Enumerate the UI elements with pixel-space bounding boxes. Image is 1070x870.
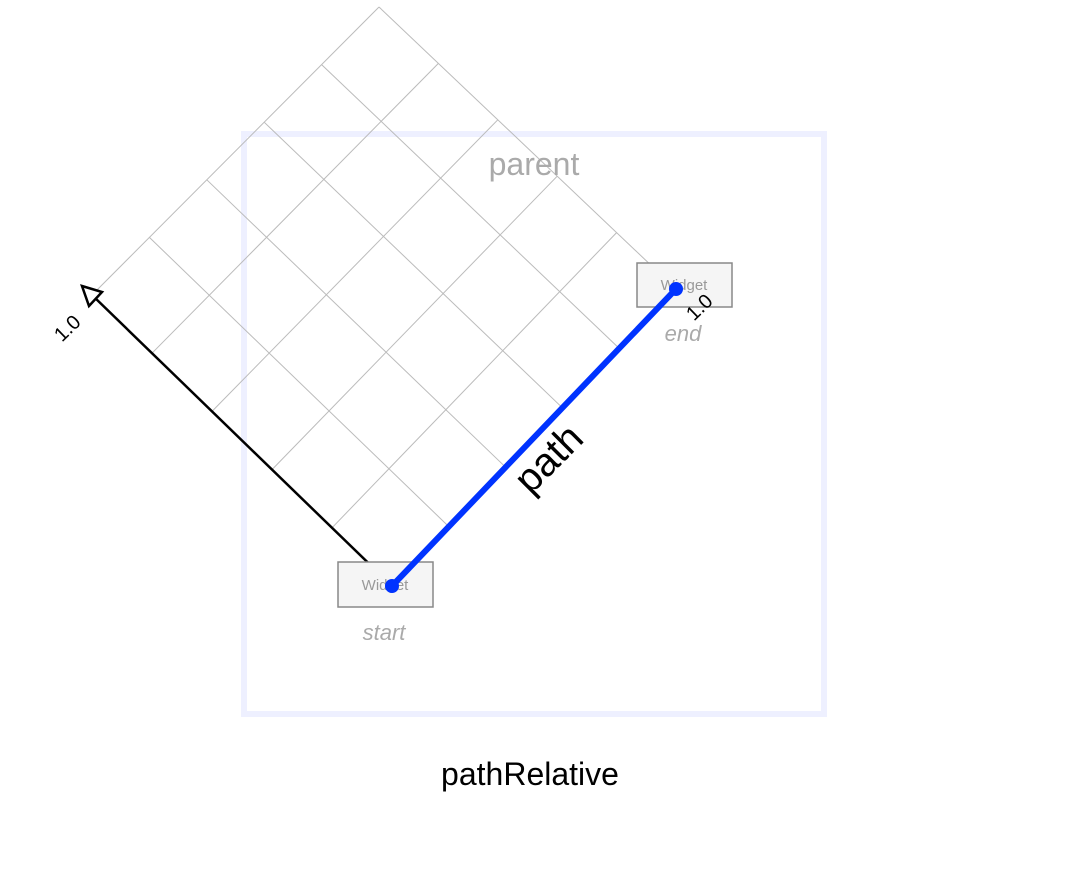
parent-label: parent	[489, 146, 580, 182]
grid-line-a	[321, 64, 620, 349]
path-end-dot	[669, 282, 683, 296]
path-line	[389, 286, 679, 589]
grid-line-a	[206, 179, 506, 468]
grid-line-a	[149, 237, 450, 527]
axis-a-tick-label: 1.0	[50, 311, 85, 346]
path-start-dot	[385, 579, 399, 593]
grid-line-b	[151, 63, 439, 354]
axis-arrow-line	[91, 294, 393, 587]
end-widget: Widget	[636, 262, 733, 308]
path-label: path	[506, 416, 592, 502]
diagram-caption: pathRelative	[441, 756, 619, 792]
axis-arrow-head	[80, 284, 105, 309]
grid-line-b	[91, 6, 380, 296]
grid-line-a	[263, 121, 563, 409]
grid-line-a	[378, 6, 677, 290]
parent-frame	[241, 131, 827, 717]
relative-grid	[91, 6, 677, 587]
grid-line-b	[331, 232, 617, 529]
grid-line-b	[271, 175, 558, 470]
end-caption: end	[665, 321, 702, 346]
start-caption: start	[363, 620, 407, 645]
grid-line-b	[211, 119, 499, 412]
